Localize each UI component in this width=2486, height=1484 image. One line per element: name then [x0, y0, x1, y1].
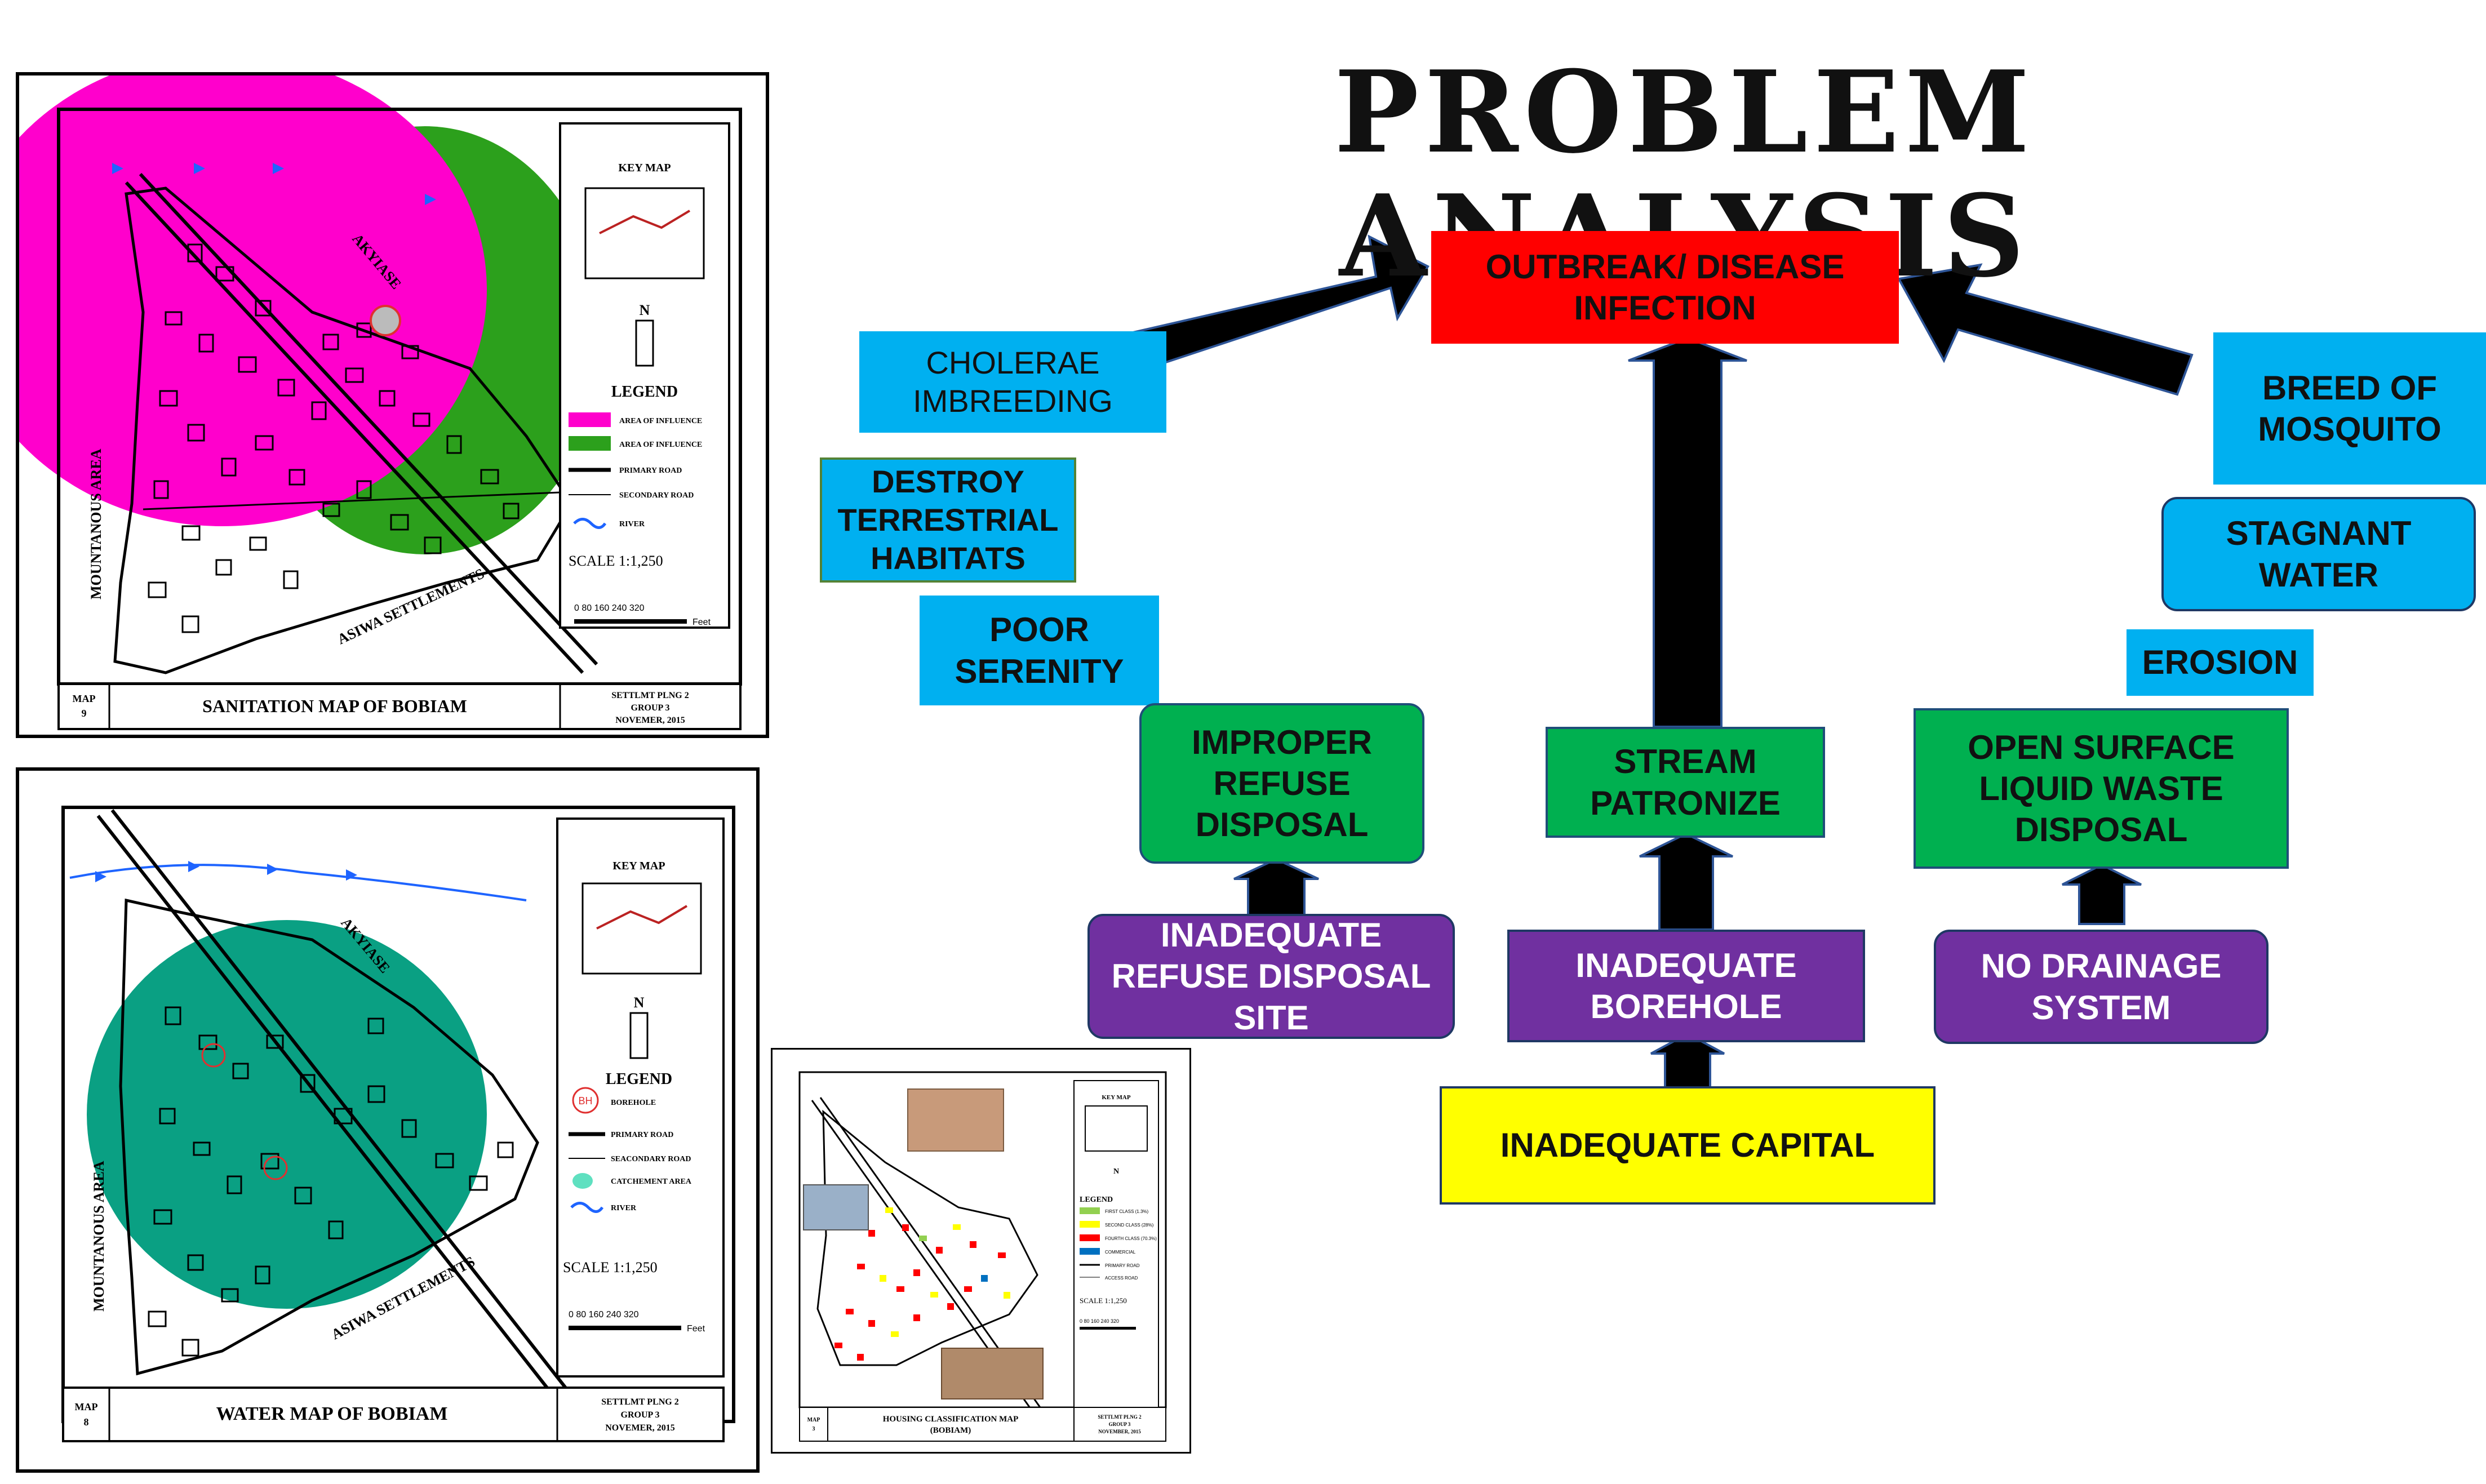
map-number: 8: [84, 1416, 89, 1428]
mountanous-label: MOUNTANOUS AREA: [91, 1161, 107, 1312]
legend-item-4: COMMERCIAL: [1105, 1250, 1136, 1255]
legend-label: LEGEND: [606, 1070, 672, 1088]
legend-item-4: SECONDARY ROAD: [619, 491, 694, 500]
legend-item-5: PRIMARY ROAD: [1105, 1263, 1140, 1268]
map-number: 3: [813, 1426, 815, 1432]
scale-label: SCALE 1:1,250: [1080, 1296, 1127, 1305]
legend-label: LEGEND: [611, 383, 678, 401]
stream-patronize-box: STREAM PATRONIZE: [1546, 727, 1825, 838]
date-label: NOVEMER, 2015: [605, 1423, 675, 1433]
group-label: GROUP 3: [631, 703, 670, 713]
sanitation-map-frame: AKYIASE MOUNTANOUS AREA ASIWA SETTLEMENT…: [16, 72, 769, 738]
legend-item-2: PRIMARY ROAD: [611, 1131, 673, 1139]
arrow-small-right: [2062, 863, 2142, 925]
settlmt-label: SETTLMT PLNG 2: [611, 691, 689, 700]
improper-refuse-box: IMPROPER REFUSE DISPOSAL: [1139, 703, 1424, 864]
cholerae-box: CHOLERAE IMBREEDING: [859, 331, 1166, 433]
map-label: MAP: [75, 1401, 98, 1412]
legend-item-5: RIVER: [619, 520, 645, 528]
inadequate-refuse-site-box: INADEQUATE REFUSE DISPOSAL SITE: [1087, 914, 1455, 1039]
no-drainage-box: NO DRAINAGE SYSTEM: [1934, 930, 2269, 1044]
feet-label: Feet: [692, 617, 711, 627]
scale-ticks: 0 80 160 240 320: [569, 1310, 639, 1319]
inadequate-borehole-box: INADEQUATE BOREHOLE: [1507, 930, 1865, 1042]
settlmt-label: SETTLMT PLNG 2: [601, 1397, 679, 1407]
north-label: N: [1113, 1167, 1119, 1176]
legend-item-4: CATCHEMENT AREA: [611, 1178, 692, 1186]
page-title: PROBLEM ANALYSIS: [1334, 46, 2036, 299]
date-label: NOVEMER, 2015: [615, 716, 685, 725]
legend-item-3: SEACONDARY ROAD: [611, 1155, 691, 1163]
arrow-left-diagonal: [1131, 234, 1430, 368]
arrow-center-up: [1628, 336, 1747, 728]
arrow-small-left: [1233, 857, 1319, 919]
destroy-habitats-box: DESTROY TERRESTRIAL HABITATS: [820, 457, 1076, 583]
water-map: AKYIASE MOUNTANOUS AREA ASIWA SETTLEMENT…: [61, 806, 735, 1442]
legend-item-1: AREA OF INFLUENCE: [619, 417, 702, 425]
key-map-label: KEY MAP: [612, 860, 665, 872]
arrow-right-diagonal: [1897, 263, 2194, 396]
catchment-area: [87, 920, 487, 1309]
map-title: HOUSING CLASSIFICATION MAP: [883, 1415, 1019, 1424]
erosion-box: EROSION: [2127, 629, 2314, 696]
arrow-small-center: [1639, 832, 1733, 931]
north-label: N: [640, 302, 650, 318]
key-map-label: KEY MAP: [1102, 1094, 1131, 1101]
map-label: MAP: [807, 1417, 820, 1423]
settlmt-label: SETTLMT PLNG 2: [1098, 1414, 1142, 1420]
stagnant-water-box: STAGNANT WATER: [2161, 497, 2476, 611]
legend-item-2: AREA OF INFLUENCE: [619, 441, 702, 449]
open-surface-box: OPEN SURFACE LIQUID WASTE DISPOSAL: [1914, 708, 2289, 869]
scale-ticks: 0 80 160 240 320: [1080, 1318, 1119, 1324]
map-subtitle: (BOBIAM): [930, 1426, 971, 1435]
legend-item-2: SECOND CLASS (28%): [1105, 1223, 1154, 1228]
scale-ticks: 0 80 160 240 320: [574, 603, 645, 613]
river-line: [69, 864, 527, 901]
legend-item-1: FIRST CLASS (1.3%): [1105, 1209, 1149, 1214]
inadequate-capital-box: INADEQUATE CAPITAL: [1440, 1086, 1935, 1205]
legend-item-5: RIVER: [611, 1204, 637, 1212]
sanitation-map: AKYIASE MOUNTANOUS AREA ASIWA SETTLEMENT…: [19, 75, 742, 730]
scale-label: SCALE 1:1,250: [569, 553, 663, 569]
map-title: SANITATION MAP OF BOBIAM: [202, 696, 467, 716]
mountanous-label: MOUNTANOUS AREA: [88, 448, 104, 599]
housing-map: KEY MAP N LEGEND FIRST CLASS (1.3%) SECO…: [798, 1071, 1167, 1442]
map-title: WATER MAP OF BOBIAM: [216, 1403, 448, 1424]
map-number: 9: [82, 708, 87, 719]
group-label: GROUP 3: [621, 1410, 660, 1420]
legend-label: LEGEND: [1080, 1196, 1113, 1204]
map-label: MAP: [73, 693, 96, 704]
arrow-small-capital: [1650, 1032, 1725, 1090]
north-label: N: [634, 994, 645, 1011]
feet-label: Feet: [687, 1324, 705, 1334]
legend-item-6: ACCESS ROAD: [1105, 1276, 1138, 1281]
outbreak-box: OUTBREAK/ DISEASE INFECTION: [1431, 231, 1899, 344]
legend-item-1: BOREHOLE: [611, 1099, 656, 1107]
poor-serenity-box: POOR SERENITY: [920, 596, 1159, 705]
housing-map-frame: KEY MAP N LEGEND FIRST CLASS (1.3%) SECO…: [771, 1048, 1191, 1454]
water-map-frame: AKYIASE MOUNTANOUS AREA ASIWA SETTLEMENT…: [16, 767, 760, 1473]
key-map-label: KEY MAP: [618, 162, 671, 174]
legend-item-3: PRIMARY ROAD: [619, 466, 682, 475]
asiwa-label: ASIWA SETTLEMENTS: [335, 565, 487, 647]
bh-label: BH: [578, 1095, 592, 1107]
breed-mosquito-box: BREED OF MOSQUITO: [2213, 332, 2486, 485]
date-label: NOVEMBER, 2015: [1098, 1429, 1141, 1434]
scale-label: SCALE 1:1,250: [563, 1259, 658, 1276]
group-label: GROUP 3: [1109, 1421, 1131, 1427]
legend-item-3: FOURTH CLASS (70.3%): [1105, 1236, 1157, 1241]
